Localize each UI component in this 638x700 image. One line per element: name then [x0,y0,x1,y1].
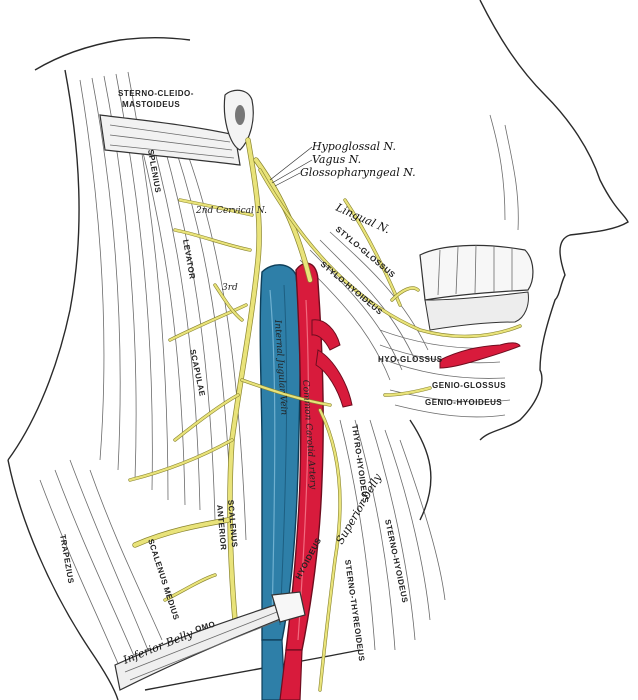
teeth-and-jaw [419,244,534,331]
label-scapulae: SCAPULAE [188,349,207,398]
label-glossopharyngeal-nerve: Glossopharyngeal N. [300,166,416,179]
sternocleidomastoid-muscle [99,114,241,166]
label-scalenus-anterior-2: ANTERIOR [215,504,228,550]
label-3rd-cervical: 3rd [222,283,238,293]
label-sterno-hyoideus: STERNO-HYOIDEUS [383,519,410,604]
mastoid-process [223,89,254,151]
label-hypoglossal-nerve: Hypoglossal N. [311,140,396,153]
muscle-hatching [39,71,511,681]
label-scalenus-anterior-1: SCALENUS [226,499,239,548]
label-genio-glossus: GENIO-GLOSSUS [432,381,506,390]
label-sternocleidomastoideus-2: MASTOIDEUS [122,100,180,109]
face-profile [479,0,629,441]
label-scalenus-medius: SCALENUS MEDIUS [146,538,181,622]
common-carotid-artery [279,262,521,700]
label-sterno-thyreoideus: STERNO-THYREOIDEUS [343,559,366,662]
label-vagus-nerve: Vagus N. [312,153,361,166]
label-genio-hyoideus: GENIO-HYOIDEUS [425,398,502,407]
label-trapezius: TRAPEZIUS [58,534,76,585]
label-sternocleidomastoideus-1: STERNO-CLEIDO- [118,89,194,98]
omohyoid-muscle [114,591,306,691]
nerves [128,137,522,692]
label-2nd-cervical-nerve: 2nd Cervical N. [195,206,267,216]
label-hyo-glossus: HYO-GLOSSUS [378,355,443,364]
label-levator: LEVATOR [181,239,197,280]
label-stylo-hyoideus: STYLO-HYOIDEUS [319,260,385,317]
